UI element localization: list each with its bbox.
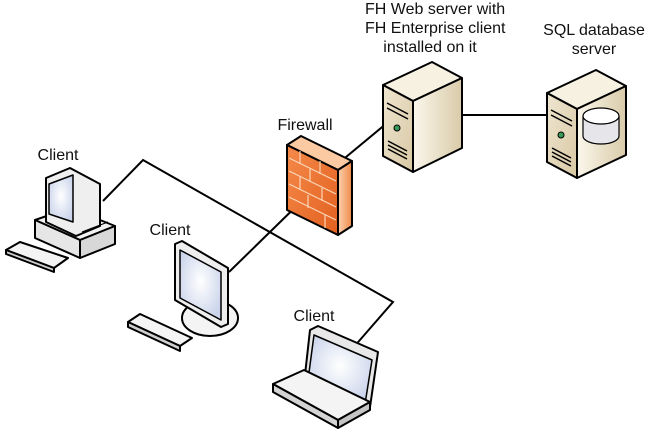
flat-monitor-computer-icon — [127, 240, 239, 352]
desktop-computer-icon — [5, 167, 116, 273]
sql-server-label: SQL database server — [541, 21, 647, 59]
link-desktop-to-laptop — [102, 158, 395, 357]
database-cylinder-icon — [582, 107, 620, 145]
firewall-brick-wall-icon — [286, 135, 353, 236]
sql-server-label-line-1: SQL database — [543, 22, 645, 39]
client-monitor-label: Client — [149, 222, 191, 239]
client-desktop-label: Client — [37, 147, 79, 164]
firewall-label: Firewall — [277, 117, 333, 134]
laptop-icon — [272, 325, 379, 429]
server-tower-icon — [382, 61, 463, 173]
web-server-label-line-2: FH Enterprise client — [365, 20, 506, 37]
link-firewall-to-web — [339, 122, 388, 163]
client-laptop-label: Client — [293, 308, 335, 325]
web-server-label: FH Web server with FH Enterprise client … — [365, 0, 506, 57]
web-server-label-line-1: FH Web server with — [365, 1, 506, 18]
web-server-label-line-3: installed on it — [383, 39, 477, 56]
sql-server-label-line-2: server — [571, 41, 617, 58]
connections — [102, 114, 547, 357]
database-server-icon — [546, 69, 627, 179]
